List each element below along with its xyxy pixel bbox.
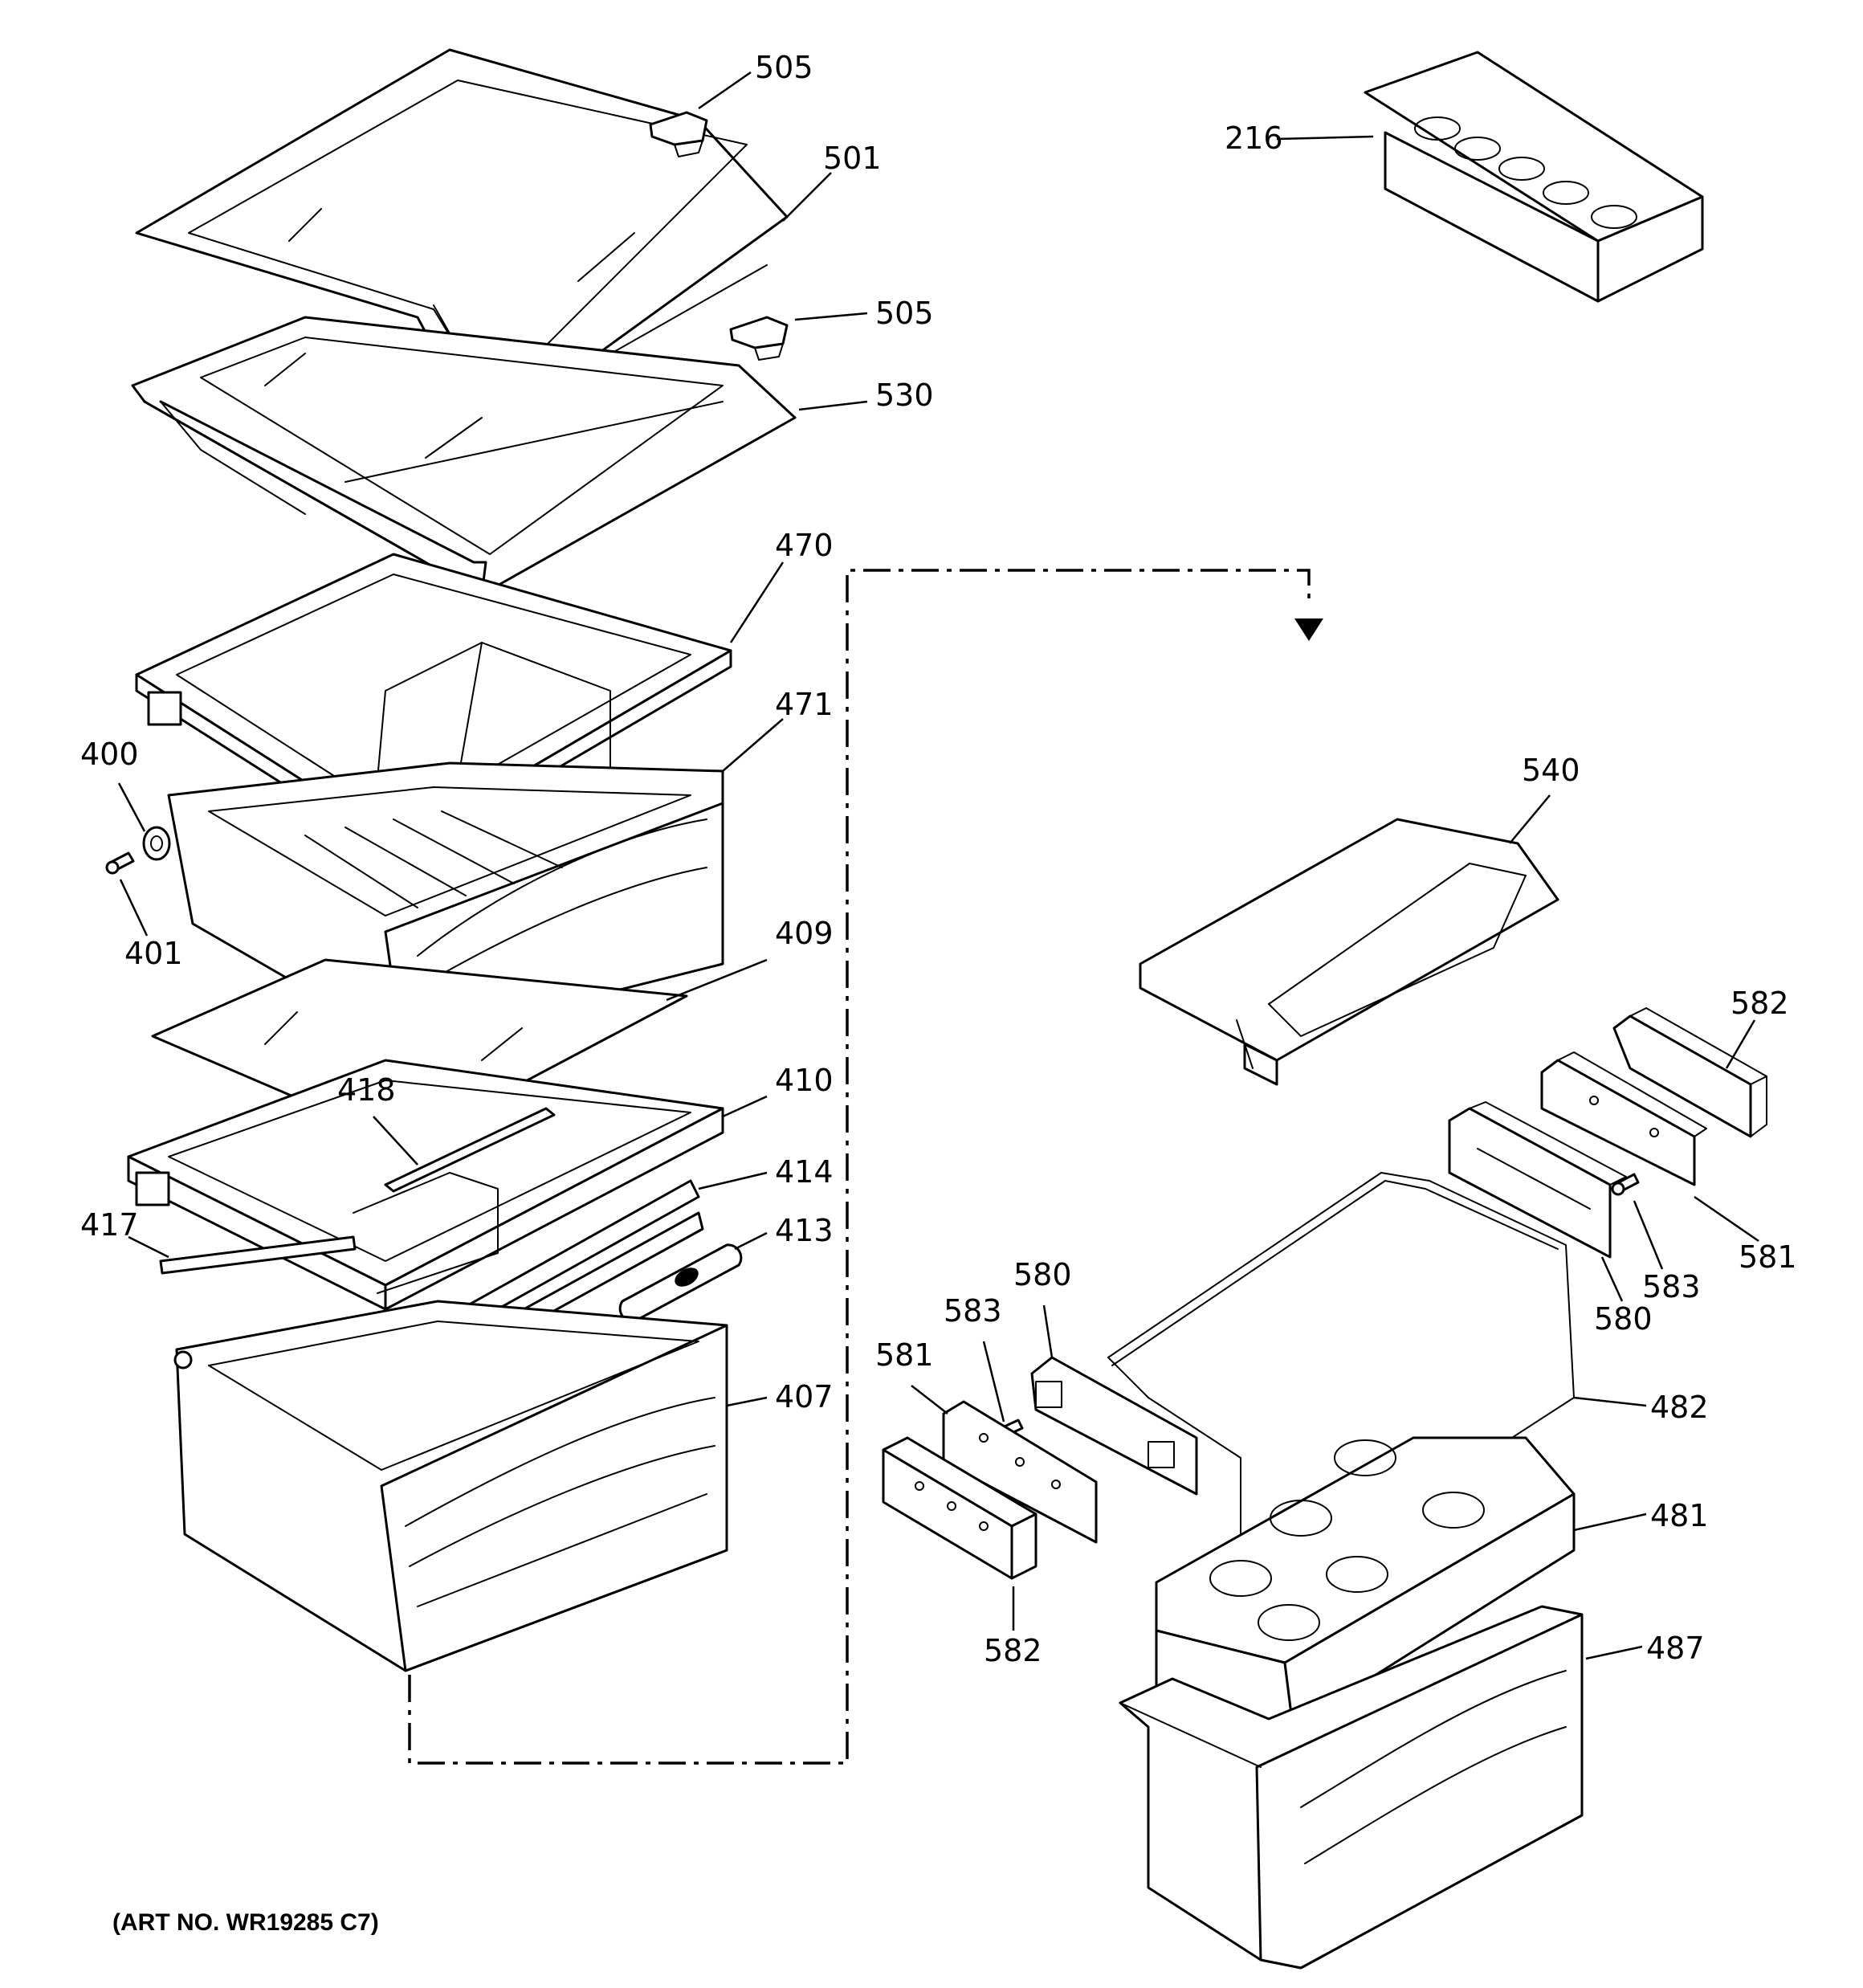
art-number: (ART NO. WR19285 C7) — [112, 1909, 379, 1936]
label-418: 418 — [337, 1072, 396, 1108]
label-414: 414 — [775, 1154, 834, 1190]
part-487-drawer — [1119, 1605, 1584, 1970]
label-216: 216 — [1225, 120, 1283, 156]
label-470: 470 — [775, 528, 834, 563]
label-417: 417 — [80, 1207, 139, 1243]
part-582-block-right — [1612, 1007, 1767, 1138]
part-413-handle-rod — [618, 1243, 743, 1323]
label-583-left: 583 — [944, 1293, 1002, 1329]
label-501: 501 — [823, 141, 882, 176]
label-583-right: 583 — [1642, 1269, 1701, 1304]
part-581-plate-right — [1540, 1051, 1707, 1186]
part-407-pan-drawer — [173, 1300, 728, 1672]
label-400: 400 — [80, 737, 139, 772]
part-583-screw-right — [1611, 1173, 1640, 1196]
label-530: 530 — [875, 378, 934, 413]
label-487: 487 — [1646, 1631, 1705, 1666]
label-401: 401 — [124, 936, 183, 971]
part-481-bottle-tray — [1155, 1436, 1576, 1729]
part-580-bracket-left — [1030, 1356, 1198, 1496]
part-418-bar — [384, 1107, 556, 1193]
label-410: 410 — [775, 1063, 834, 1098]
part-582-block-left — [882, 1436, 1037, 1580]
part-505-clip-top — [649, 111, 708, 157]
part-410-pan-frame — [127, 1059, 724, 1311]
part-216-door-bin — [1364, 51, 1704, 303]
part-400-roller — [142, 826, 171, 861]
label-505-top: 505 — [755, 50, 813, 85]
label-413: 413 — [775, 1213, 834, 1248]
part-501-glass-shelf — [135, 48, 789, 439]
label-580-right: 580 — [1594, 1301, 1653, 1337]
part-530-shelf-frame — [131, 316, 797, 596]
label-580-left: 580 — [1013, 1257, 1072, 1292]
label-582-right: 582 — [1731, 986, 1789, 1021]
label-581-left: 581 — [875, 1337, 934, 1373]
leader-lines — [117, 71, 1759, 1660]
label-540: 540 — [1522, 753, 1580, 788]
assembly-dash-line — [408, 569, 1323, 1765]
part-581-plate-left — [942, 1400, 1098, 1544]
label-471: 471 — [775, 687, 834, 722]
part-labels: 505 501 505 530 470 471 400 401 409 418 … — [80, 50, 1797, 1936]
part-540-shelf — [1139, 818, 1559, 1086]
part-580-bracket-right — [1448, 1101, 1627, 1259]
part-505-clip-mid — [729, 316, 789, 361]
label-505-mid: 505 — [875, 296, 934, 331]
label-409: 409 — [775, 916, 834, 951]
part-401-screw — [105, 851, 135, 875]
label-582-left: 582 — [984, 1633, 1042, 1668]
part-417-rod — [159, 1235, 357, 1275]
label-581-right: 581 — [1739, 1239, 1797, 1275]
label-482: 482 — [1650, 1390, 1709, 1425]
label-407: 407 — [775, 1379, 834, 1414]
label-481: 481 — [1650, 1498, 1709, 1533]
